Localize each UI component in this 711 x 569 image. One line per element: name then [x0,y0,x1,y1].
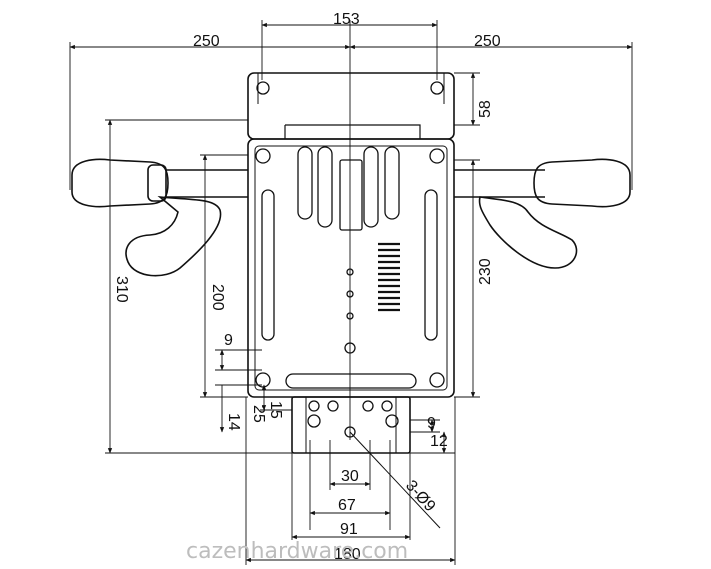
plate-slots [255,81,445,438]
dim-9-left: 9 [224,332,233,349]
dim-310: 310 [113,276,130,303]
dim-250-right: 250 [474,33,501,50]
dim-58: 58 [477,100,494,118]
mechanism-body [71,72,631,454]
dimension-lines [69,20,633,565]
dim-12: 12 [430,433,448,450]
dim-25: 25 [250,405,267,423]
dim-250-left: 250 [193,33,220,50]
dim-91: 91 [340,521,358,538]
dim-67: 67 [338,497,356,514]
watermark: cazenhardware.com [186,539,408,564]
dim-9-right: 9 [427,415,436,432]
vent-bars [378,242,400,312]
dim-180: 180 [334,546,361,563]
dim-15: 15 [267,401,284,419]
dim-200: 200 [209,284,226,311]
dim-14: 14 [225,413,242,431]
dim-holes: 3-Ø9 [402,477,439,515]
dim-230: 230 [477,258,494,285]
dim-153: 153 [333,11,360,28]
dim-30: 30 [341,468,359,485]
